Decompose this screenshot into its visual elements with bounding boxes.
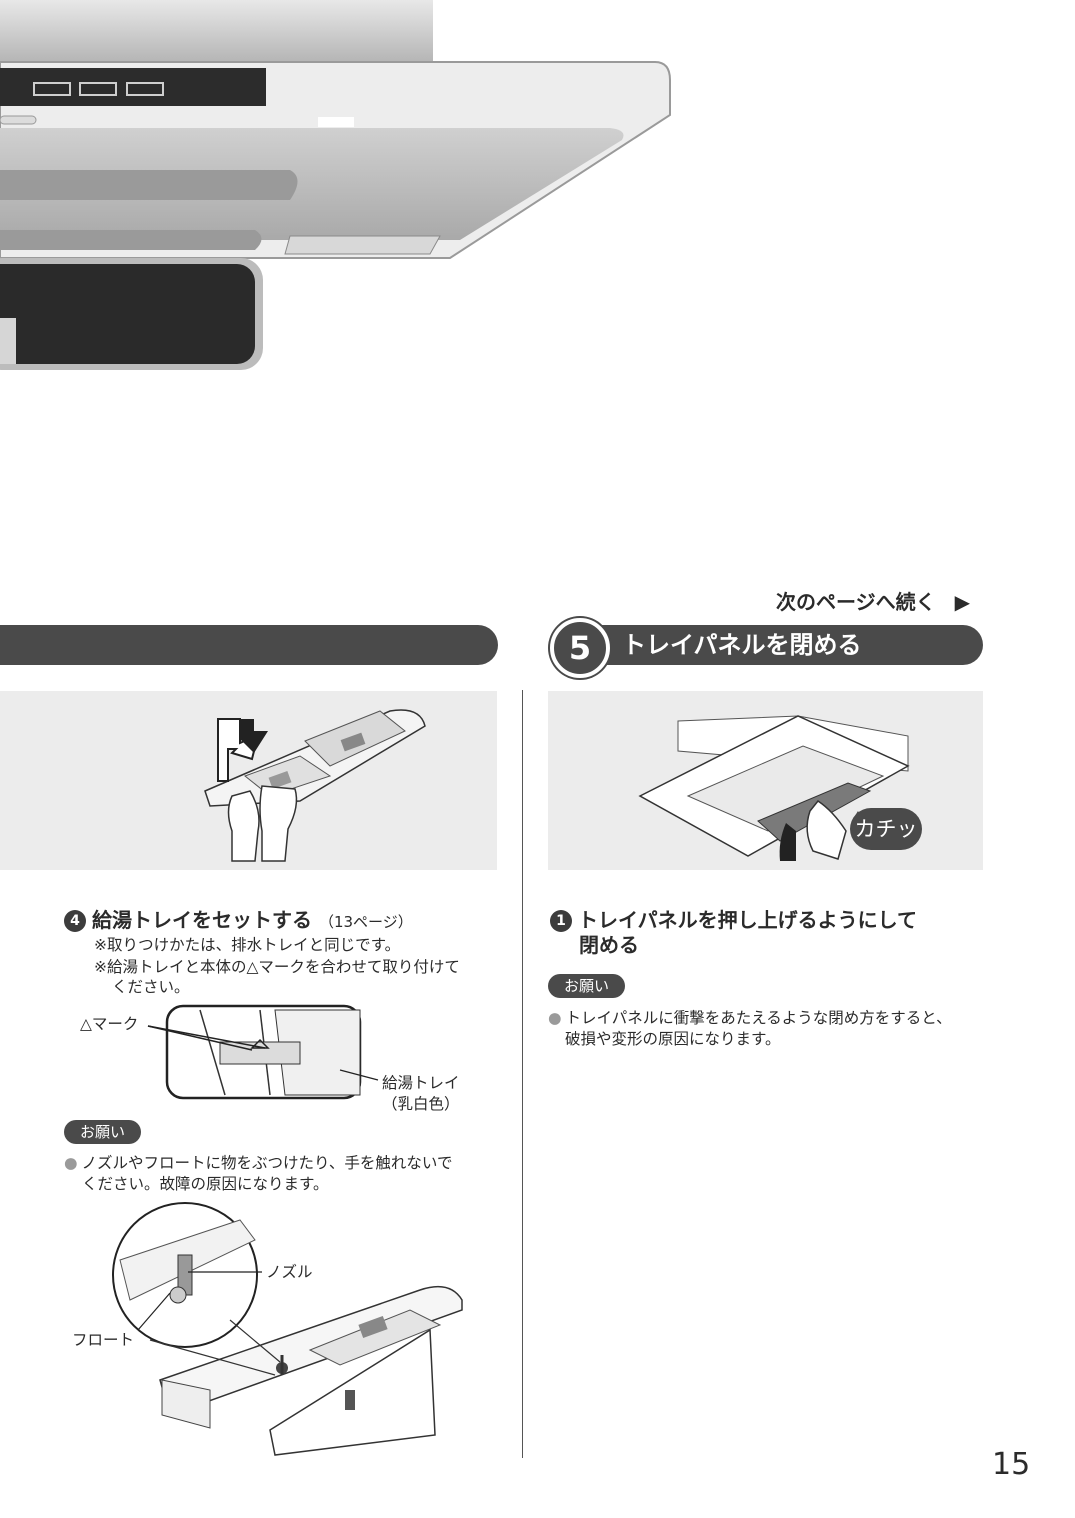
right-step-heading: 1 トレイパネルを押し上げるようにして xyxy=(550,907,917,933)
right-step-title-line2: 閉める xyxy=(579,933,639,957)
label-float: フロート xyxy=(72,1331,135,1349)
tray-panel-closing-drawing xyxy=(638,715,910,861)
bullet-icon: ● xyxy=(548,1009,562,1027)
range-hood-illustration xyxy=(0,0,671,370)
left-caution-text-1: ノズルやフロートに物をぶつけたり、手を触れないで xyxy=(81,1154,453,1172)
right-caution-badge: お願い xyxy=(548,974,626,998)
section-bar-left xyxy=(0,625,498,665)
left-step-title: 給湯トレイをセットする xyxy=(92,908,312,932)
right-step-number: 1 xyxy=(550,910,572,932)
left-caution-line1: ●ノズルやフロートに物をぶつけたり、手を触れないで xyxy=(64,1153,452,1174)
right-caution-line2: 破損や変形の原因になります。 xyxy=(565,1030,781,1048)
left-step-heading: 4 給湯トレイをセットする （13ページ） xyxy=(64,907,413,935)
continue-note-text: 次のページへ続く xyxy=(776,590,936,614)
bullet-icon: ● xyxy=(64,1154,78,1172)
section-5-title: トレイパネルを閉める xyxy=(622,631,862,659)
left-note-2-line2: ください。 xyxy=(112,978,190,996)
continue-note: 次のページへ続く ▶ xyxy=(776,586,970,615)
click-sound-text: カチッ xyxy=(854,817,918,841)
tray-setting-drawing xyxy=(204,709,426,862)
click-sound-bubble: カチッ xyxy=(850,808,922,850)
left-caution-badge: お願い xyxy=(64,1120,142,1144)
left-step-number: 4 xyxy=(64,910,86,932)
page-number: 15 xyxy=(992,1447,1031,1482)
left-step-ref: （13ページ） xyxy=(318,913,413,931)
right-caution-text-1: トレイパネルに衝撃をあたえるような閉め方をすると、 xyxy=(565,1009,952,1027)
section-5-number-badge: 5 xyxy=(550,618,610,678)
mark-detail-figure xyxy=(147,1004,379,1100)
label-nozzle: ノズル xyxy=(266,1263,313,1281)
left-step-illustration xyxy=(0,691,497,870)
nozzle-float-figure xyxy=(112,1202,463,1456)
label-tray-line1: 給湯トレイ xyxy=(382,1074,460,1092)
column-divider xyxy=(522,690,523,1458)
left-caution-line2: ください。故障の原因になります。 xyxy=(82,1175,329,1193)
right-step-illustration: カチッ xyxy=(548,691,983,870)
right-step-title-line1: トレイパネルを押し上げるようにして xyxy=(578,908,917,932)
label-tray-line2: （乳白色） xyxy=(382,1095,460,1113)
section-5-header: トレイパネルを閉める xyxy=(578,625,983,665)
right-caution-line1: ●トレイパネルに衝撃をあたえるような閉め方をすると、 xyxy=(548,1008,952,1029)
label-mark: △マーク xyxy=(80,1015,139,1033)
left-note-1: ※取りつけかたは、排水トレイと同じです。 xyxy=(94,936,401,954)
continue-arrow-icon: ▶ xyxy=(954,590,970,614)
left-note-2-line1: ※給湯トレイと本体の△マークを合わせて取り付けて xyxy=(94,958,460,976)
